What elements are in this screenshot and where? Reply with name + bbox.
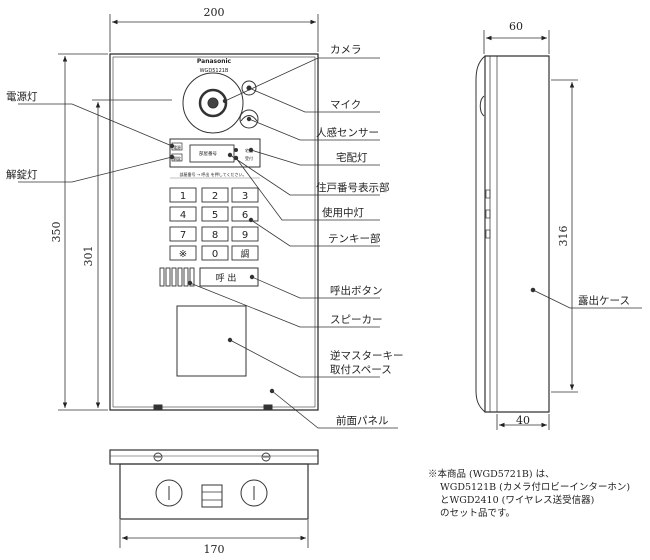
callout-in-use-lamp: 使用中灯 bbox=[322, 206, 364, 219]
callout-exposed-case: 露出ケース bbox=[578, 294, 630, 307]
key-9[interactable] bbox=[231, 226, 259, 242]
speaker-grille bbox=[159, 267, 195, 287]
dim-side-depth-bottom: 40 bbox=[516, 414, 530, 427]
screw-icon bbox=[261, 452, 271, 462]
key-adjust[interactable] bbox=[231, 245, 259, 261]
master-key-space bbox=[176, 305, 247, 377]
key-7-label: 7 bbox=[180, 230, 186, 241]
keypad bbox=[169, 187, 259, 261]
key-8-label: 8 bbox=[212, 230, 218, 241]
dimension-side bbox=[483, 30, 642, 430]
key-8[interactable] bbox=[201, 226, 229, 242]
dim-side-height: 316 bbox=[557, 226, 570, 247]
callout-front-panel: 前面パネル bbox=[336, 414, 389, 427]
bottom-view bbox=[109, 449, 319, 520]
callout-unlock-lamp: 解錠灯 bbox=[6, 168, 38, 181]
camera-lens-icon bbox=[182, 72, 244, 134]
callout-delivery-lamp: 宅配灯 bbox=[336, 151, 368, 164]
callout-mic: マイク bbox=[330, 99, 361, 111]
front-view bbox=[109, 53, 319, 411]
key-1-label: 1 bbox=[180, 191, 186, 202]
reception-label: 受付 bbox=[245, 155, 253, 161]
bottom-connector bbox=[201, 484, 223, 508]
room-number-label: 部屋番号 bbox=[199, 150, 217, 157]
key-2-label: 2 bbox=[212, 191, 218, 202]
dim-side-depth-top: 60 bbox=[509, 20, 523, 33]
note-line-2: WGD5121B (カメラ付ロビーインターホン) bbox=[440, 482, 631, 493]
key-2[interactable] bbox=[201, 187, 229, 203]
callout-call-button: 呼出ボタン bbox=[330, 284, 383, 297]
unlock-lamp-label: 解錠 bbox=[173, 156, 181, 161]
key-3[interactable] bbox=[231, 187, 259, 203]
key-4[interactable] bbox=[169, 206, 197, 222]
motion-sensor-icon bbox=[239, 109, 259, 129]
key-6-label: 6 bbox=[242, 210, 248, 221]
instruction-text: 部屋番号 → 呼出 を押してください。 bbox=[180, 171, 247, 177]
side-view bbox=[475, 55, 550, 413]
room-number-display bbox=[189, 144, 235, 163]
key-4-label: 4 bbox=[180, 210, 186, 221]
brand-logo: Panasonic bbox=[197, 58, 232, 65]
key-6[interactable] bbox=[231, 206, 259, 222]
callout-power-lamp: 電源灯 bbox=[6, 90, 38, 103]
callout-master-key-space: 取付スペース bbox=[330, 363, 392, 376]
dim-front-width: 200 bbox=[204, 6, 225, 19]
callout-master-key: 逆マスターキー bbox=[330, 349, 404, 362]
dimension-front-height-inner bbox=[92, 99, 172, 408]
key-1[interactable] bbox=[169, 187, 197, 203]
product-note: ※本商品 (WGD5721B) は、 WGD5121B (カメラ付ロビーインター… bbox=[428, 468, 643, 520]
dimension-front-width bbox=[109, 14, 319, 52]
key-7[interactable] bbox=[169, 226, 197, 242]
callout-keypad: テンキー部 bbox=[328, 232, 381, 245]
dim-bottom-width: 170 bbox=[204, 543, 225, 556]
key-5[interactable] bbox=[201, 206, 229, 222]
note-line-3: とWGD2410 (ワイヤレス送受信器) bbox=[440, 495, 595, 506]
leader-lines bbox=[18, 57, 398, 429]
key-star-label: ※ bbox=[179, 249, 187, 260]
key-0[interactable] bbox=[201, 245, 229, 261]
call-button-label: 呼 出 bbox=[216, 272, 237, 284]
screw-icon bbox=[153, 452, 163, 462]
dimension-front-height-outer bbox=[58, 53, 108, 411]
callout-speaker: スピーカー bbox=[330, 314, 383, 326]
dimension-bottom-width bbox=[119, 520, 309, 548]
dim-front-height-outer: 350 bbox=[50, 222, 63, 243]
key-9-label: 9 bbox=[242, 230, 248, 241]
key-adjust-label: 調 bbox=[240, 248, 249, 260]
knockout-left bbox=[155, 479, 183, 507]
note-line-4: のセット品です。 bbox=[440, 508, 516, 519]
key-star[interactable] bbox=[169, 245, 197, 261]
key-3-label: 3 bbox=[242, 191, 248, 202]
key-5-label: 5 bbox=[212, 210, 218, 221]
power-lamp-label: 電源 bbox=[173, 145, 181, 150]
knockout-right bbox=[240, 479, 268, 507]
front-panel-outline bbox=[109, 53, 319, 411]
call-button[interactable] bbox=[199, 267, 259, 287]
model-label: WGD5121B bbox=[200, 68, 229, 74]
callout-room-display: 住戸番号表示部 bbox=[316, 181, 390, 194]
key-0-label: 0 bbox=[212, 249, 218, 260]
callout-sensor: 人感センサー bbox=[316, 126, 379, 139]
note-line-1: ※本商品 (WGD5721B) は、 bbox=[428, 469, 555, 480]
callout-camera: カメラ bbox=[330, 44, 362, 56]
dim-front-height-inner: 301 bbox=[82, 246, 95, 267]
